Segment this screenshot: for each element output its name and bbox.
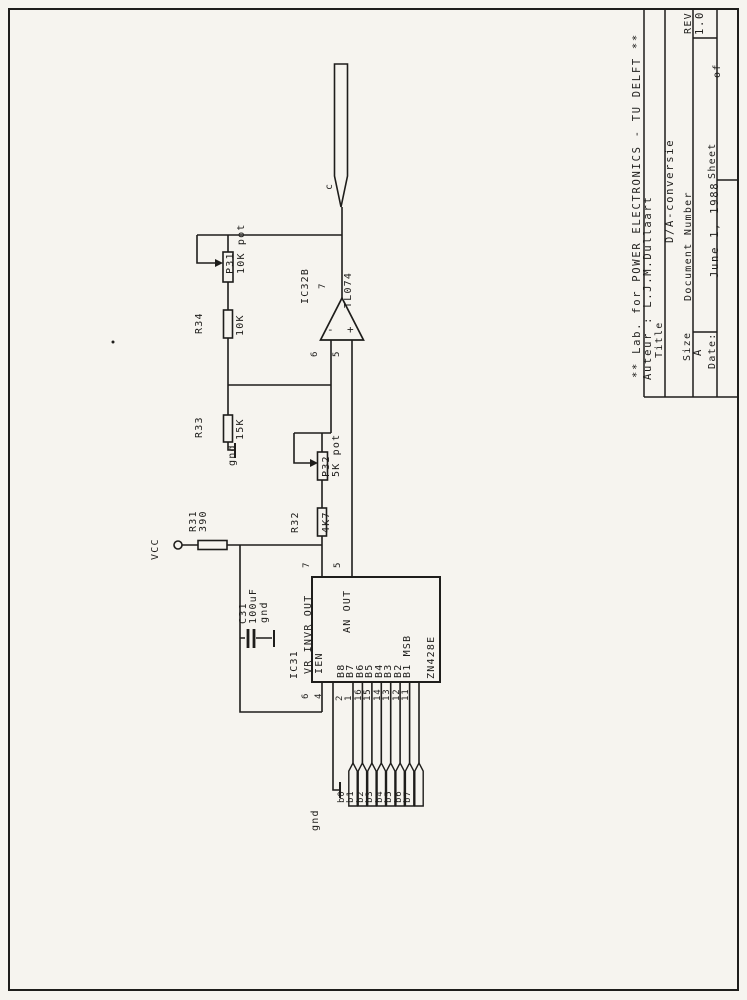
ic31-body — [311, 576, 441, 683]
p31-value: 10K pot — [236, 223, 247, 274]
pot-p31 — [222, 251, 234, 283]
opamp-pin-out: 7 — [318, 282, 328, 289]
size-value: A — [692, 347, 704, 356]
wires — [182, 207, 420, 791]
r31-value: 390 — [198, 510, 209, 532]
r34-ref: R34 — [194, 312, 205, 334]
ic31-pin-vr: 6 — [301, 692, 311, 699]
ic31-row-vr: VR INVR OUT — [303, 594, 314, 674]
c31-value: 100uF — [248, 587, 259, 624]
vcc-label: VCC — [150, 538, 161, 560]
ic31-bitpin-3: 15 — [363, 688, 373, 701]
opamp-ref: IC32B — [300, 267, 311, 304]
title-label: Title — [654, 321, 665, 358]
ic31-pin-anout: 5 — [333, 561, 343, 568]
ink-speck — [111, 340, 115, 344]
connector-c — [333, 63, 349, 208]
ic31-part: ZN428E — [426, 635, 437, 679]
sheet-border — [8, 8, 739, 991]
size-label: Size — [682, 331, 693, 361]
opamp-pin-nin: 5 — [332, 350, 342, 357]
ic31-row-en: IEN — [314, 652, 325, 674]
gnd-label-c31: gnd — [259, 601, 270, 623]
date-label: Date: — [707, 332, 718, 369]
resistor-r31 — [197, 539, 228, 551]
resistor-r34 — [222, 309, 234, 339]
ic31-pin-en: 4 — [314, 692, 324, 699]
resistor-r33 — [222, 414, 234, 443]
vcc-terminal — [173, 540, 183, 550]
pot-p32 — [316, 451, 329, 481]
connectors-b0-b7 — [348, 761, 424, 807]
p31-wiper-arrow — [215, 259, 223, 267]
opamp-pin-inv: 6 — [310, 350, 320, 357]
gnd-label-r33: gnd — [227, 444, 238, 466]
r34-value: 10K — [235, 314, 246, 336]
ic31-bit-b1: B1 MSB — [402, 634, 413, 678]
title-block-grid — [643, 9, 738, 398]
connector-b1-label: b1 — [346, 790, 356, 803]
r32-ref: R32 — [290, 511, 301, 533]
r33-value: 15K — [235, 418, 246, 440]
sheet-label: Sheet — [707, 142, 718, 179]
connector-b3-label: b3 — [365, 790, 375, 803]
opamp-minus: - — [327, 323, 334, 336]
author-line: Auteur : L.J.M.Dullaart — [642, 195, 654, 381]
opamp-triangle — [319, 296, 365, 341]
docnum-label: Document Number — [683, 191, 694, 301]
r33-ref: R33 — [194, 416, 205, 438]
p32-value: 5K pot — [331, 433, 342, 477]
opamp-plus: + — [347, 323, 354, 336]
capacitor-c31 — [246, 629, 256, 648]
ic31-pin-invr: 7 — [302, 561, 312, 568]
opamp-part: TL074 — [343, 271, 354, 308]
r32-value: 4K7 — [321, 511, 332, 533]
rev-value: 1.0 — [694, 10, 706, 35]
connector-b5-label: b5 — [384, 790, 394, 803]
p31-ref: P31 — [225, 252, 236, 274]
ic31-bitpin-7: 11 — [401, 688, 411, 701]
ic31-ref: IC31 — [289, 650, 300, 679]
connector-b7-label: b7 — [403, 790, 413, 803]
date-value: June 1, 1988 — [709, 181, 721, 278]
connector-c-label: c — [324, 182, 335, 190]
ic31-bitpin-1: 1 — [344, 694, 354, 701]
resistor-r32 — [316, 507, 328, 537]
gnd-label-inputs: gnd — [310, 809, 321, 831]
of-label: of — [712, 63, 723, 78]
title-value: D/A-conversie — [664, 138, 676, 243]
ic31-bitpin-5: 13 — [382, 688, 392, 701]
p32-wiper-arrow — [310, 459, 318, 467]
ic31-row-anout: AN OUT — [342, 589, 353, 633]
